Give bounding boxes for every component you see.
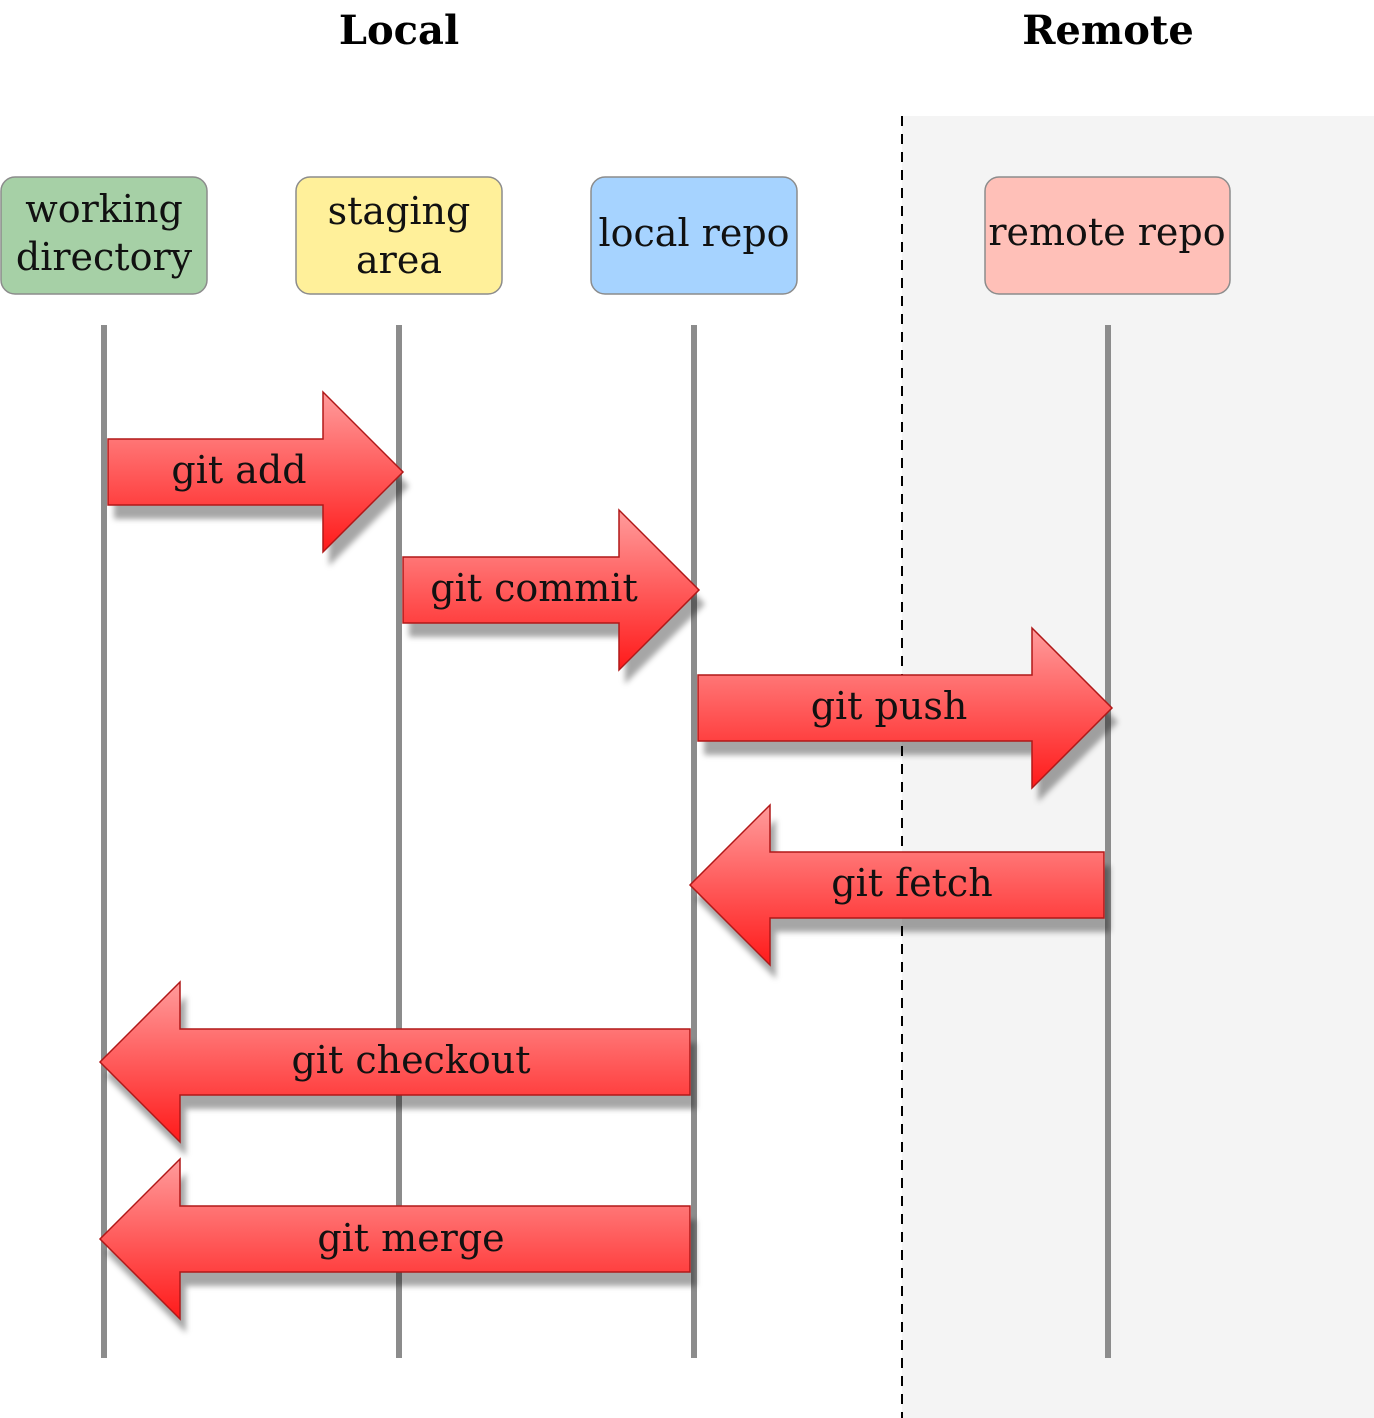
remote-region-background xyxy=(902,116,1374,1418)
lifelines xyxy=(101,325,1111,1358)
arrow-body xyxy=(98,980,691,1144)
command-label: git fetch xyxy=(831,861,992,905)
node-remote-repo: remote repo xyxy=(984,176,1231,295)
node-working-directory: working directory xyxy=(0,176,208,295)
node-label-line: area xyxy=(356,238,442,282)
node-staging-area: staging area xyxy=(295,176,503,295)
arrow-git-commit: git commit xyxy=(402,508,705,684)
command-label: git commit xyxy=(430,566,637,610)
node-box xyxy=(295,176,503,295)
node-local-repo: local repo xyxy=(590,176,798,295)
remote-section-title: Remote xyxy=(1022,7,1194,54)
node-box xyxy=(0,176,208,295)
local-section-title: Local xyxy=(339,7,459,54)
node-box xyxy=(590,176,798,295)
command-label: git checkout xyxy=(291,1038,530,1082)
arrow-git-merge: git merge xyxy=(98,1157,696,1333)
command-label: git push xyxy=(811,684,968,728)
node-label-line: working xyxy=(25,187,183,231)
node-label-line: remote repo xyxy=(988,210,1225,254)
arrow-body xyxy=(697,626,1114,790)
command-label: git add xyxy=(171,448,306,492)
arrow-body xyxy=(402,508,701,672)
command-label: git merge xyxy=(317,1216,504,1260)
arrow-body xyxy=(107,390,405,554)
arrow-body xyxy=(688,803,1105,967)
arrow-git-push: git push xyxy=(697,626,1118,802)
node-label-line: staging xyxy=(328,189,471,233)
node-box xyxy=(984,176,1231,295)
arrow-body xyxy=(98,1157,691,1321)
node-label-line: directory xyxy=(16,235,193,279)
arrow-git-add: git add xyxy=(107,390,409,566)
arrow-git-checkout: git checkout xyxy=(98,980,696,1156)
node-label-line: local repo xyxy=(598,211,789,255)
arrow-git-fetch: git fetch xyxy=(688,803,1110,979)
